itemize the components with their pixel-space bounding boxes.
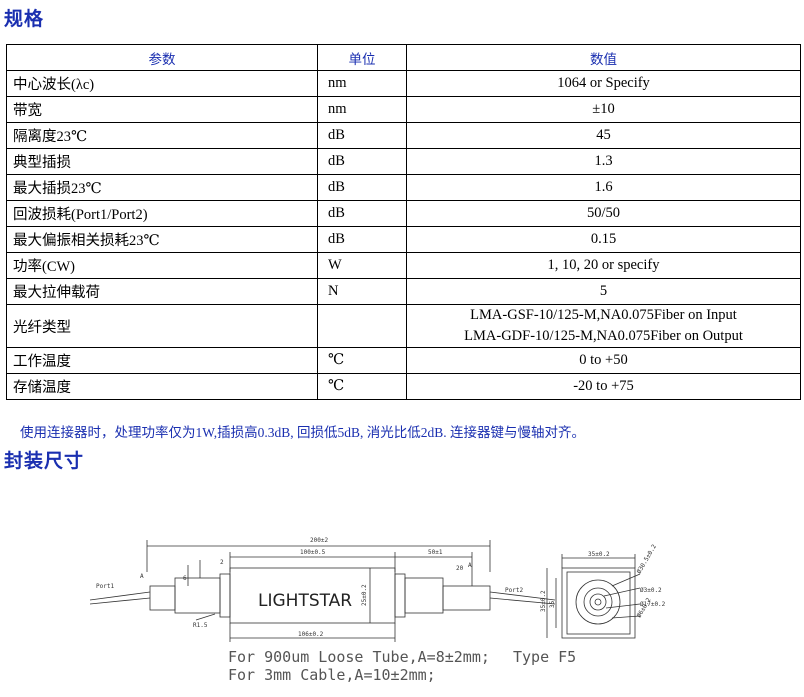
- unit-cell: ℃: [317, 347, 407, 374]
- value-cell: 1.3: [406, 148, 801, 175]
- value-cell: 1, 10, 20 or specify: [406, 252, 801, 279]
- unit-cell: dB: [317, 226, 407, 253]
- unit-cell: dB: [317, 148, 407, 175]
- dim-a-right: A: [468, 562, 472, 569]
- side-h2: 35: [549, 600, 556, 608]
- dim-2: 2: [220, 559, 224, 566]
- param-cell: 回波损耗(Port1/Port2): [6, 200, 318, 227]
- value-line: 1.6: [594, 179, 613, 195]
- value-line: 1064 or Specify: [557, 75, 650, 91]
- value-line: 1.3: [594, 153, 613, 169]
- unit-cell: dB: [317, 122, 407, 149]
- tube-spec-line1: For 900um Loose Tube,A=8±2mm;: [228, 648, 490, 666]
- value-line: -20 to +75: [573, 378, 634, 394]
- param-cell: 最大插损23℃: [6, 174, 318, 201]
- value-cell: 1064 or Specify: [406, 70, 801, 97]
- package-heading: 封装尺寸: [4, 450, 85, 472]
- value-cell: ±10: [406, 96, 801, 123]
- value-line: ±10: [592, 101, 615, 117]
- dim-body: 100±0.5: [300, 549, 326, 556]
- value-line: 1, 10, 20 or specify: [547, 257, 660, 273]
- param-cell: 最大偏振相关损耗23℃: [6, 226, 318, 253]
- unit-cell: [317, 304, 407, 348]
- type-label: Type F5: [513, 648, 576, 666]
- param-cell: 光纤类型: [6, 304, 318, 348]
- param-cell: 工作温度: [6, 347, 318, 374]
- connector-note: 使用连接器时，处理功率仅为1W,插损高0.3dB, 回损低5dB, 消光比低2d…: [20, 425, 586, 440]
- dim-bottom: 106±0.2: [298, 631, 324, 638]
- side-d2: Ø3±0.2: [640, 587, 662, 594]
- port1-label: Port1: [96, 583, 114, 590]
- dim-6: 6: [183, 575, 187, 582]
- unit-cell: dB: [317, 174, 407, 201]
- header-param: 参数: [6, 44, 318, 71]
- value-cell: 50/50: [406, 200, 801, 227]
- header-unit: 单位: [317, 44, 407, 71]
- value-line: LMA-GSF-10/125-M,NA0.075Fiber on Input: [470, 307, 737, 323]
- unit-cell: dB: [317, 200, 407, 227]
- dim-20: 20: [456, 565, 464, 572]
- side-d1: Ø30.5±0.2: [636, 543, 659, 575]
- value-line: 0 to +50: [579, 352, 628, 368]
- value-line: 0.15: [590, 231, 617, 247]
- value-cell: -20 to +75: [406, 373, 801, 400]
- param-cell: 典型插损: [6, 148, 318, 175]
- value-line: 5: [599, 283, 608, 299]
- table-row: 功率(CW)W 1, 10, 20 or specify: [6, 252, 801, 279]
- value-line: 50/50: [586, 205, 621, 221]
- tube-spec-line2: For 3mm Cable,A=10±2mm;: [228, 666, 436, 684]
- side-h1: 35±0.2: [540, 590, 547, 612]
- table-row: 工作温度℃ 0 to +50: [6, 347, 801, 374]
- param-cell: 存储温度: [6, 373, 318, 400]
- table-row: 中心波长(λc)nm 1064 or Specify: [6, 70, 801, 97]
- unit-cell: N: [317, 278, 407, 305]
- value-line: LMA-GDF-10/125-M,NA0.075Fiber on Output: [464, 328, 743, 344]
- dim-tail: 50±1: [428, 549, 443, 556]
- dim-r15: R1.5: [193, 622, 208, 629]
- side-d3: Ø17±0.2: [640, 601, 666, 608]
- brand-logo: LIGHTSTAR: [258, 591, 352, 611]
- value-cell: 5: [406, 278, 801, 305]
- header-value: 数值: [406, 44, 801, 71]
- unit-cell: W: [317, 252, 407, 279]
- value-cell: 45: [406, 122, 801, 149]
- table-row: 光纤类型 LMA-GSF-10/125-M,NA0.075Fiber on Inp…: [6, 304, 801, 348]
- param-cell: 功率(CW): [6, 252, 318, 279]
- param-cell: 最大拉伸载荷: [6, 278, 318, 305]
- package-drawing: 200±2 100±0.5 50±1 106±0.2 25±0.2 A A 2 …: [89, 537, 666, 684]
- table-row: 回波损耗(Port1/Port2)dB 50/50: [6, 200, 801, 227]
- value-line: 45: [596, 127, 611, 143]
- dim-a-left: A: [140, 573, 144, 580]
- table-row: 存储温度℃ -20 to +75: [6, 373, 801, 400]
- unit-cell: nm: [317, 96, 407, 123]
- param-cell: 带宽: [6, 96, 318, 123]
- port2-label: Port2: [505, 587, 523, 594]
- side-width: 35±0.2: [588, 551, 610, 558]
- dim-height: 25±0.2: [361, 584, 368, 606]
- table-header-row: 参数 单位 数值: [6, 44, 801, 71]
- value-cell: 0.15: [406, 226, 801, 253]
- param-cell: 中心波长(λc): [6, 70, 318, 97]
- dim-total: 200±2: [310, 537, 328, 544]
- value-cell: 0 to +50: [406, 347, 801, 374]
- unit-cell: ℃: [317, 373, 407, 400]
- unit-cell: nm: [317, 70, 407, 97]
- spec-heading: 规格: [4, 8, 45, 30]
- value-cell: 1.6: [406, 174, 801, 201]
- param-cell: 隔离度23℃: [6, 122, 318, 149]
